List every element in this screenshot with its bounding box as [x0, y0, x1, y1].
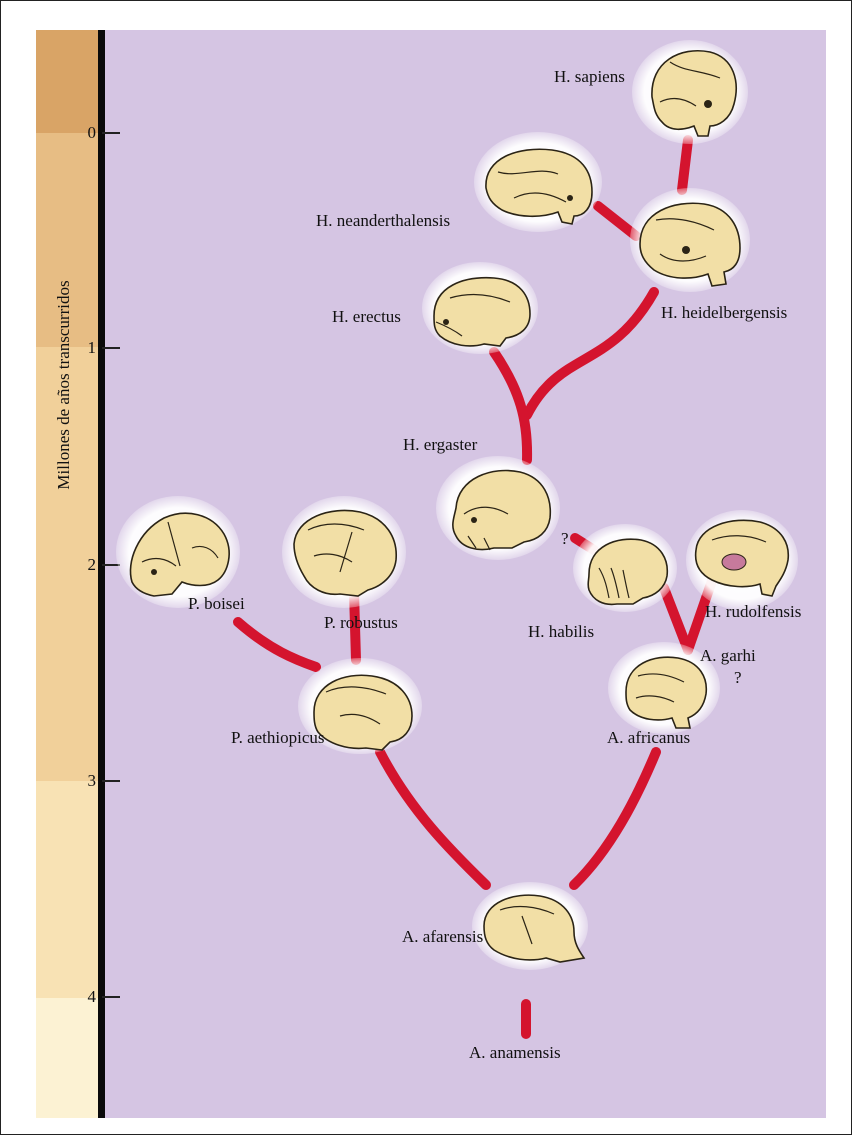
label-a-afarensis: A. afarensis [402, 927, 483, 946]
skull-h-heidelbergensis [630, 188, 750, 292]
branch-boisei-aethiopicus [238, 622, 316, 667]
label-a-garhi: A. garhi [700, 646, 756, 665]
label-h-sapiens: H. sapiens [554, 67, 625, 86]
uncertain-mark-garhi: ? [734, 668, 742, 687]
skull-h-neanderthalensis [474, 132, 602, 232]
branch-sapiens-heidelbergensis [682, 140, 688, 190]
uncertain-mark-habilis: ? [561, 529, 569, 548]
branch-aethiopicus-afarensis [380, 752, 486, 885]
branch-habilis-garhi [664, 588, 688, 650]
branch-erectus-ergaster [494, 352, 527, 460]
skull-h-rudolfensis [686, 510, 798, 610]
label-h-neanderthalensis: H. neanderthalensis [316, 211, 450, 230]
label-p-boisei: P. boisei [188, 594, 245, 613]
skull-p-robustus [282, 496, 406, 608]
branch-africanus-afarensis [574, 752, 656, 885]
label-a-africanus: A. africanus [607, 728, 690, 747]
skull-h-habilis [573, 524, 677, 612]
label-h-erectus: H. erectus [332, 307, 401, 326]
skull-h-erectus [422, 262, 538, 354]
label-h-habilis: H. habilis [528, 622, 594, 641]
skull-a-afarensis [472, 882, 588, 970]
branch-neanderthalensis-heidelbergensis [598, 206, 636, 236]
label-p-aethiopicus: P. aethiopicus [231, 728, 325, 747]
branch-heidelbergensis-ergaster [527, 292, 654, 415]
label-h-ergaster: H. ergaster [403, 435, 478, 454]
skull-h-sapiens [632, 40, 748, 144]
label-a-anamensis: A. anamensis [469, 1043, 561, 1062]
skull-p-boisei [116, 496, 240, 608]
label-h-rudolfensis: H. rudolfensis [705, 602, 801, 621]
skull-h-ergaster [436, 456, 560, 560]
label-p-robustus: P. robustus [324, 613, 398, 632]
label-h-heidelbergensis: H. heidelbergensis [661, 303, 787, 322]
